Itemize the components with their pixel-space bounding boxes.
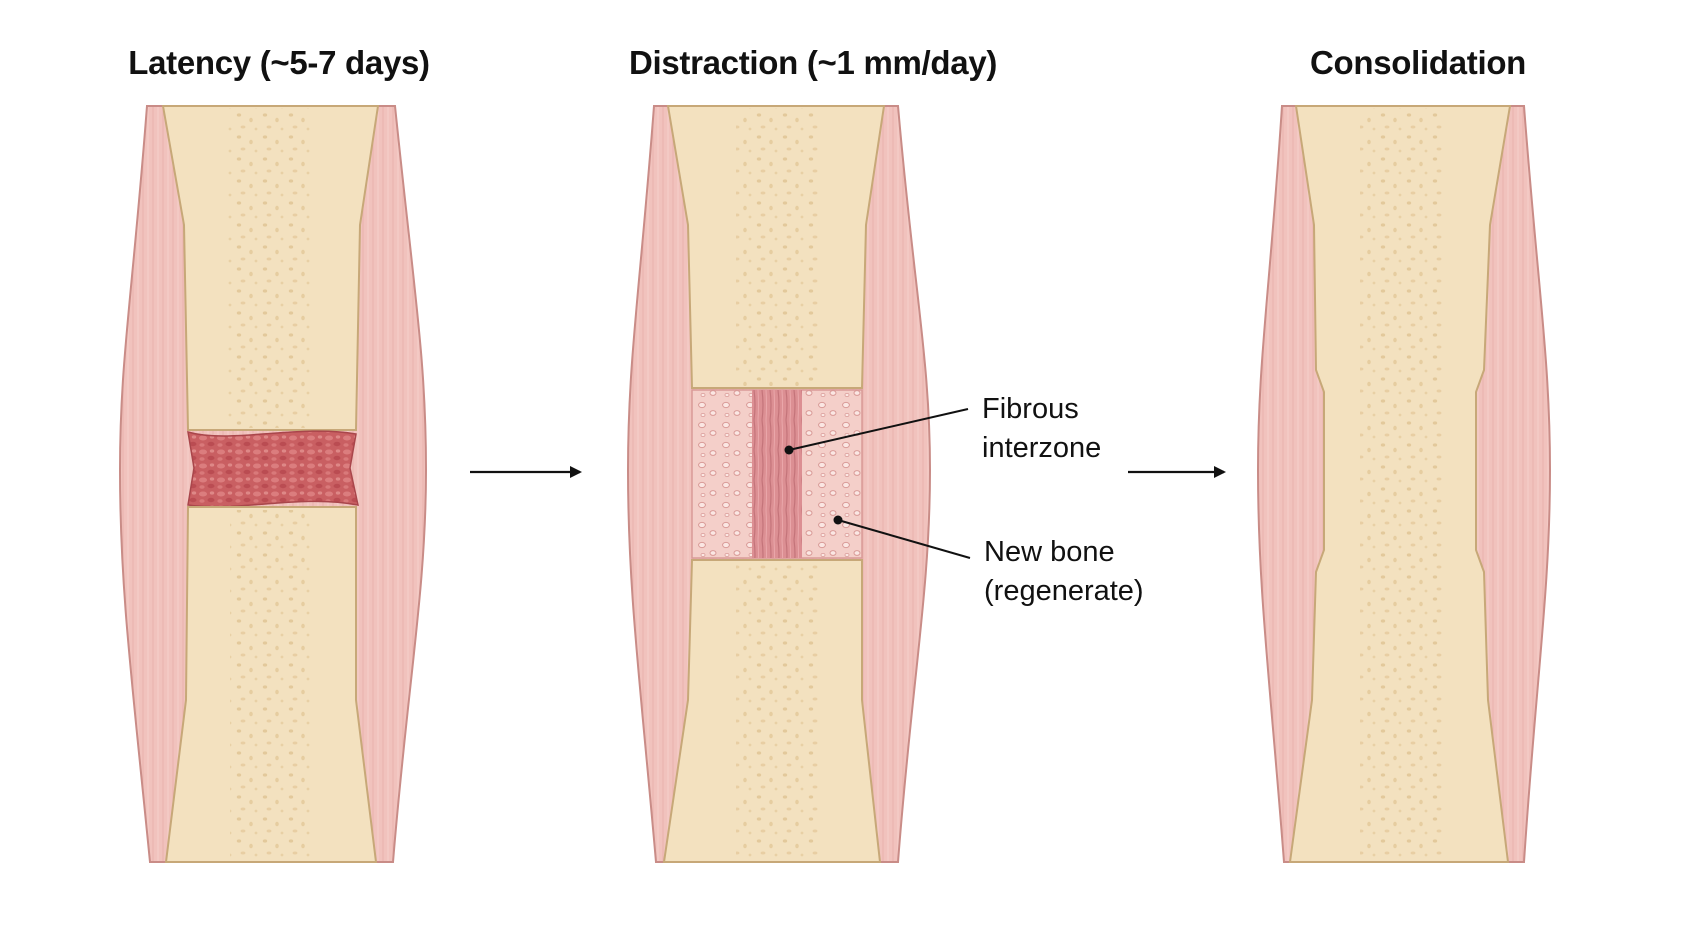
stage-title-consolidation: Consolidation [1309,44,1527,81]
callout-label-line: Fibrous [982,393,1079,425]
hematoma [187,430,359,508]
callout-dot [833,515,843,525]
stage-title-latency: Latency (~5-7 days) [128,44,430,81]
callout-label-line: (regenerate) [984,575,1144,607]
medullary-canal [736,108,818,386]
callout-label-line: New bone [984,536,1115,568]
stage-latency [118,105,428,863]
medullary-canal [230,510,314,860]
stage-title-distraction: Distraction (~1 mm/day) [628,44,998,81]
fibrous-interzone [752,390,802,558]
callout-leader-fibrous [788,408,969,451]
medullary-canal [736,563,818,860]
stage-consolidation [1256,105,1552,863]
callout-label-new-bone: New bone (regenerate) [984,533,1174,611]
callout-dot [784,445,794,455]
callout-label-fibrous-interzone: Fibrous interzone [982,390,1132,468]
medullary-canal [1360,108,1444,860]
callout-leader-new-bone [837,519,971,559]
medullary-canal [228,108,314,428]
stage-distraction [626,105,971,863]
callout-label-line: interzone [982,432,1102,464]
